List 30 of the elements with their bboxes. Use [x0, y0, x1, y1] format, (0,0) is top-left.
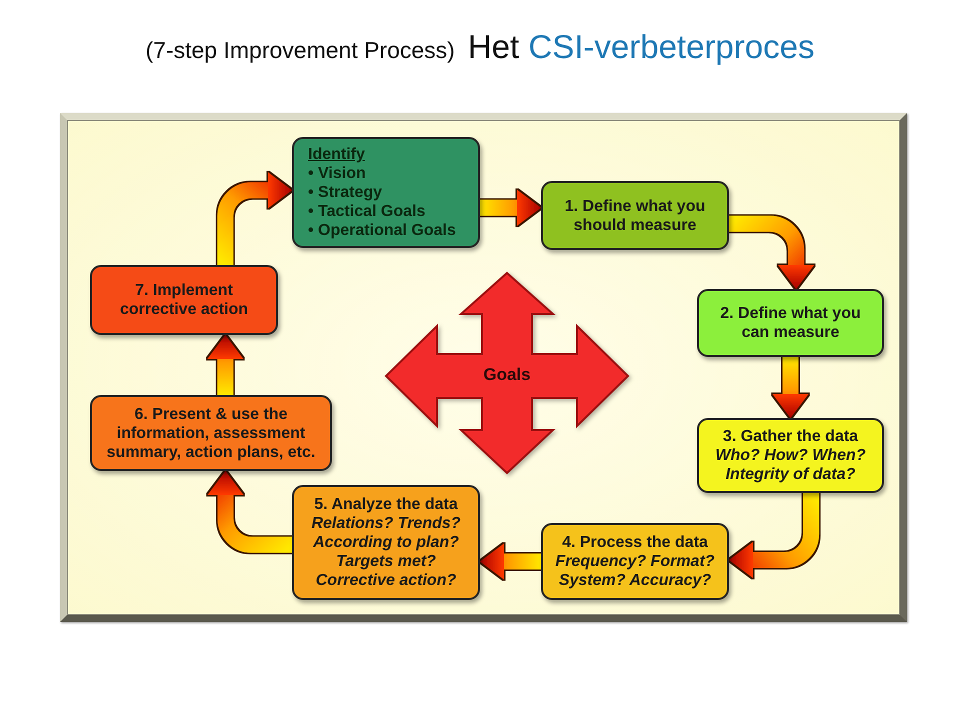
process-box [90, 265, 278, 335]
process-box [697, 289, 884, 357]
process-box [292, 137, 480, 248]
process-box [90, 395, 332, 471]
process-box [697, 418, 884, 493]
step-questions: Who? How? When? Integrity of data? [714, 446, 867, 484]
bullet-item: • Vision [308, 164, 366, 183]
process-box [292, 485, 480, 600]
bullet-item: • Strategy [308, 183, 382, 202]
block-arrow [480, 190, 541, 226]
shape-label: Goals [483, 365, 531, 385]
subtitle: (7-step Improvement Process) [146, 37, 455, 64]
title: Het CSI-verbeterproces [468, 28, 814, 66]
step-heading: 4. Process the data [562, 533, 708, 552]
step-heading: 2. Define what you can measure [719, 304, 862, 342]
step-questions: Frequency? Format? System? Accuracy? [554, 552, 716, 590]
bullet-item: • Tactical Goals [308, 202, 426, 221]
cross-shape [385, 272, 629, 474]
step-heading: 1. Define what you should measure [564, 196, 706, 234]
process-box [541, 181, 729, 250]
step-heading: 7. Implement corrective action [118, 281, 250, 319]
list-heading: Identify [308, 145, 365, 164]
step-heading: 3. Gather the data [722, 427, 858, 446]
step-heading: 5. Analyze the data [314, 495, 458, 514]
bullet-item: • Operational Goals [308, 221, 456, 240]
block-arrow [772, 357, 808, 418]
block-arrow [207, 335, 244, 395]
process-box [541, 523, 729, 600]
step-questions: Relations? Trends? According to plan? Targets met? Corrective action? [310, 514, 462, 590]
step-heading: 6. Present & use the information, assessment summary, action plans, etc. [106, 404, 316, 462]
